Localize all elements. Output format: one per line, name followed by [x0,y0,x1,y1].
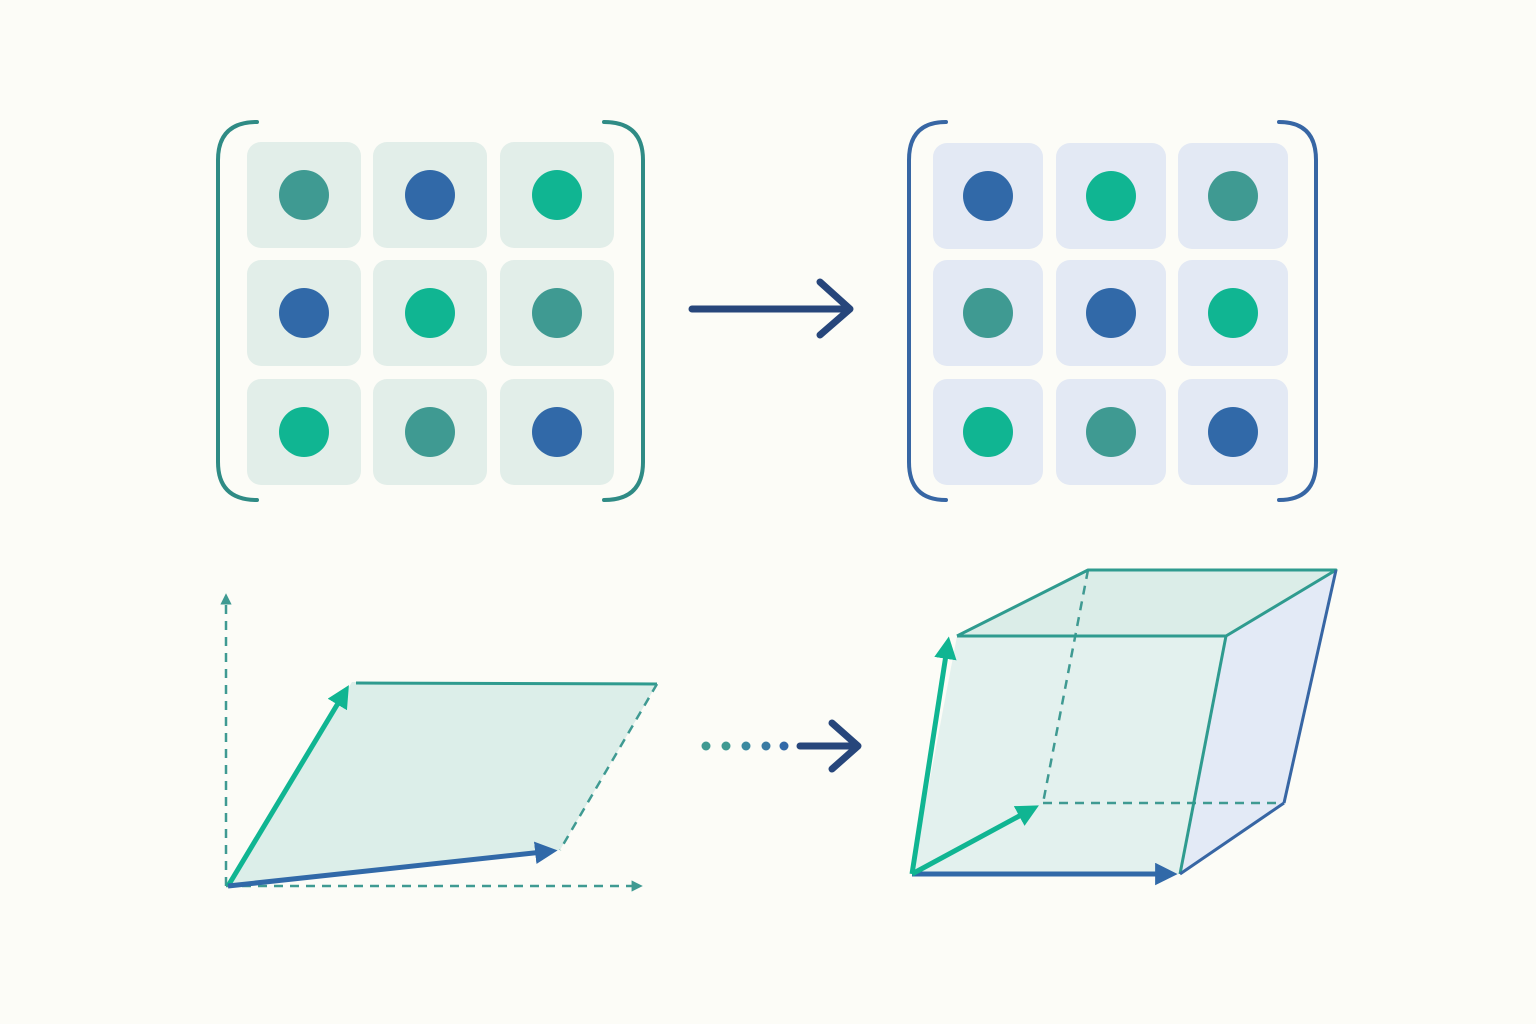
vector-b-arrow [227,841,558,889]
left-dot-blue-1-2 [405,170,455,220]
bracket-right-open [907,120,948,502]
matrix-right [907,120,1318,502]
cube-side-face [1180,570,1336,874]
vector-a-arrow [225,685,349,888]
right-dot-teal-1-3 [1208,171,1258,221]
bracket-left-close [602,120,645,502]
bracket-right-close [1277,120,1318,502]
left-dot-teal-2-3 [532,288,582,338]
vector-u-arrow [909,636,957,875]
right-dot-green-1-2 [1086,171,1136,221]
matrix-left-cells [247,142,614,485]
left-dot-green-2-2 [405,288,455,338]
left-dot-green-3-1 [279,407,329,457]
bracket-left-open [216,120,259,502]
right-arrow-icon [688,278,854,339]
parallelogram-area [228,682,657,886]
cube-bottom-side-edge [1179,801,1285,876]
left-dot-blue-2-1 [279,288,329,338]
right-dot-blue-1-1 [963,171,1013,221]
dotted-right-arrow-icon [701,719,862,773]
matrix-left [216,120,645,502]
right-dot-blue-2-2 [1086,288,1136,338]
parallelogram-right-dashed-edge [558,683,659,851]
left-dot-teal-3-2 [405,407,455,457]
right-dot-blue-3-3 [1208,407,1258,457]
left-dot-teal-1-1 [279,170,329,220]
hidden-vertical-edge [1041,569,1090,804]
right-dot-green-2-3 [1208,288,1258,338]
cube-back-right-edge [1282,569,1338,804]
parallelogram-figure [220,593,659,892]
cube-top-face [957,570,1336,636]
cube-front-face [912,636,1226,874]
right-dot-teal-3-2 [1086,407,1136,457]
parallelepiped-figure [909,568,1338,886]
cube-front-right-edge [1178,635,1228,875]
right-dot-teal-2-1 [963,288,1013,338]
right-dot-green-3-1 [963,407,1013,457]
vector-w-arrow [910,805,1039,877]
left-dot-green-1-3 [532,170,582,220]
matrix-right-cells [933,143,1288,485]
parallelogram-top-edge [355,681,658,686]
left-dot-blue-3-3 [532,407,582,457]
